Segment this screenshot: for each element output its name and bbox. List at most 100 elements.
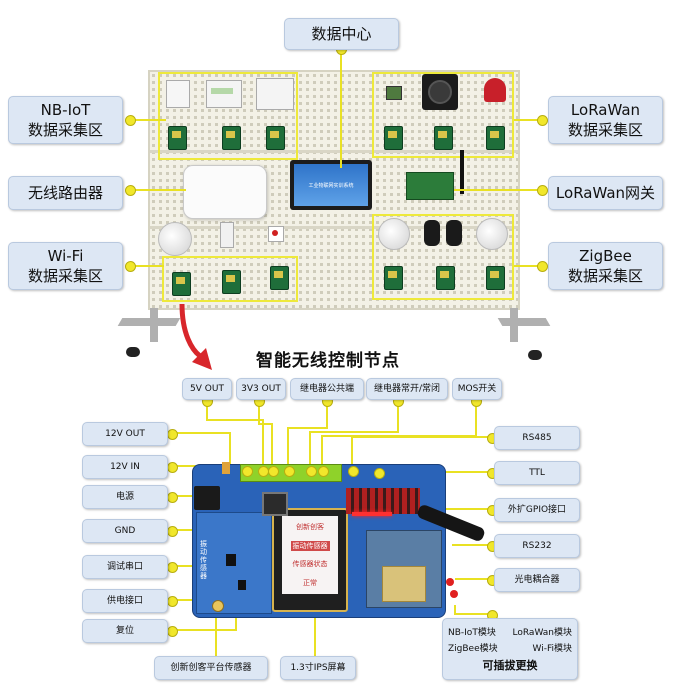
lorawan-zone-frame — [372, 72, 514, 158]
caster-wheel — [528, 350, 542, 360]
pcb-chip — [226, 554, 236, 566]
connector-dot — [167, 462, 178, 473]
connector-line — [514, 119, 542, 121]
connector-dot — [125, 261, 136, 272]
callout-ips-screen: 1.3寸IPS屏幕 — [280, 656, 356, 680]
connector-dot — [306, 466, 317, 477]
zigbee-zone-frame — [372, 214, 514, 300]
callout-power: 电源 — [82, 485, 168, 509]
callout-mos-switch: MOS开关 — [452, 378, 502, 400]
pcb-chip — [238, 580, 246, 590]
module — [266, 126, 285, 150]
reset-button — [212, 600, 224, 612]
callout-ttl: TTL — [494, 461, 580, 485]
module — [486, 266, 505, 290]
callout-optocoupler: 光电耦合器 — [494, 568, 580, 592]
door-sensor — [424, 220, 440, 246]
connector-line — [130, 189, 186, 191]
connector-line — [454, 189, 542, 191]
sensor-device — [220, 222, 234, 248]
connector-dot — [125, 185, 136, 196]
callout-wifi-zone: Wi-Fi 数据采集区 — [8, 242, 123, 290]
connector-dot — [167, 562, 178, 573]
alarm-light — [484, 78, 506, 102]
connector-dot — [537, 115, 548, 126]
connector-dot — [167, 429, 178, 440]
connector-dot — [284, 466, 295, 477]
meter-device — [206, 80, 242, 108]
optocoupler — [446, 578, 454, 586]
connector-dot — [167, 492, 178, 503]
wireless-module-chip — [382, 566, 426, 602]
callout-nbiot-zone: NB-IoT 数据采集区 — [8, 96, 123, 144]
callout-maker-sensor: 创新创客平台传感器 — [154, 656, 268, 680]
callout-power-interface: 供电接口 — [82, 589, 168, 613]
module — [172, 272, 191, 296]
pcb-post — [222, 462, 230, 474]
connector-line — [340, 48, 342, 168]
inductor — [262, 492, 288, 516]
connector-dot — [537, 261, 548, 272]
sensor-device — [256, 78, 294, 110]
module — [486, 126, 505, 150]
callout-rs485: RS485 — [494, 426, 580, 450]
alarm-button-red — [272, 230, 278, 236]
connector-dot — [348, 466, 359, 477]
screen-display: 工业物联网实训系统 — [294, 164, 368, 206]
callout-relay-common: 继电器公共端 — [290, 378, 364, 400]
caster-wheel — [126, 347, 140, 357]
callout-3v3-out: 3V3 OUT — [236, 378, 286, 400]
callout-data-center: 数据中心 — [284, 18, 399, 50]
module — [436, 266, 455, 290]
connector-line — [130, 265, 164, 267]
led-row — [352, 512, 392, 516]
callout-lorawan-zone: LoRaWan 数据采集区 — [548, 96, 663, 144]
connector-dot — [374, 468, 385, 479]
gpio-header — [346, 488, 420, 514]
callout-12v-in: 12V IN — [82, 455, 168, 479]
connector-dot — [268, 466, 279, 477]
callout-rs232: RS232 — [494, 534, 580, 558]
nbiot-zone-frame — [158, 72, 298, 160]
connector-line — [514, 265, 542, 267]
section-title: 智能无线控制节点 — [256, 351, 400, 371]
connector-dot — [167, 626, 178, 637]
smoke-detector — [158, 222, 192, 256]
callout-gnd: GND — [82, 519, 168, 543]
connector-dot — [167, 526, 178, 537]
connector-dot — [167, 596, 178, 607]
callout-reset: 复位 — [82, 619, 168, 643]
callout-lorawan-gateway: LoRaWan网关 — [548, 176, 663, 210]
module — [434, 126, 453, 150]
meter-display — [211, 88, 233, 94]
wifi-zone-frame — [162, 256, 298, 302]
callout-5v-out: 5V OUT — [182, 378, 232, 400]
module — [270, 266, 289, 290]
smoke-detector — [378, 218, 410, 250]
module — [222, 126, 241, 150]
callout-gpio: 外扩GPIO接口 — [494, 498, 580, 522]
sensor-device — [166, 80, 190, 108]
module — [384, 266, 403, 290]
callout-wireless-router: 无线路由器 — [8, 176, 123, 210]
callout-modules: NB-IoT模块 LoRaWan模块 ZigBee模块 Wi-Fi模块 可插拔更… — [442, 618, 578, 680]
module — [168, 126, 187, 150]
fan-blades — [428, 80, 452, 104]
callout-debug-serial: 调试串口 — [82, 555, 168, 579]
module — [222, 270, 241, 294]
callout-12v-out: 12V OUT — [82, 422, 168, 446]
connector-dot — [242, 466, 253, 477]
gateway-antenna — [460, 150, 464, 194]
callout-relay-no-nc: 继电器常开/常闭 — [366, 378, 448, 400]
wireless-router — [183, 165, 267, 219]
module — [384, 126, 403, 150]
connector-dot — [537, 185, 548, 196]
ips-screen: 创新创客 振动传感器 传感器状态 正常 — [282, 516, 338, 594]
callout-zigbee-zone: ZigBee 数据采集区 — [548, 242, 663, 290]
optocoupler — [450, 590, 458, 598]
power-jack — [194, 486, 220, 510]
lorawan-gateway — [406, 172, 454, 200]
red-arrow-icon — [179, 303, 212, 370]
connector-dot — [318, 466, 329, 477]
